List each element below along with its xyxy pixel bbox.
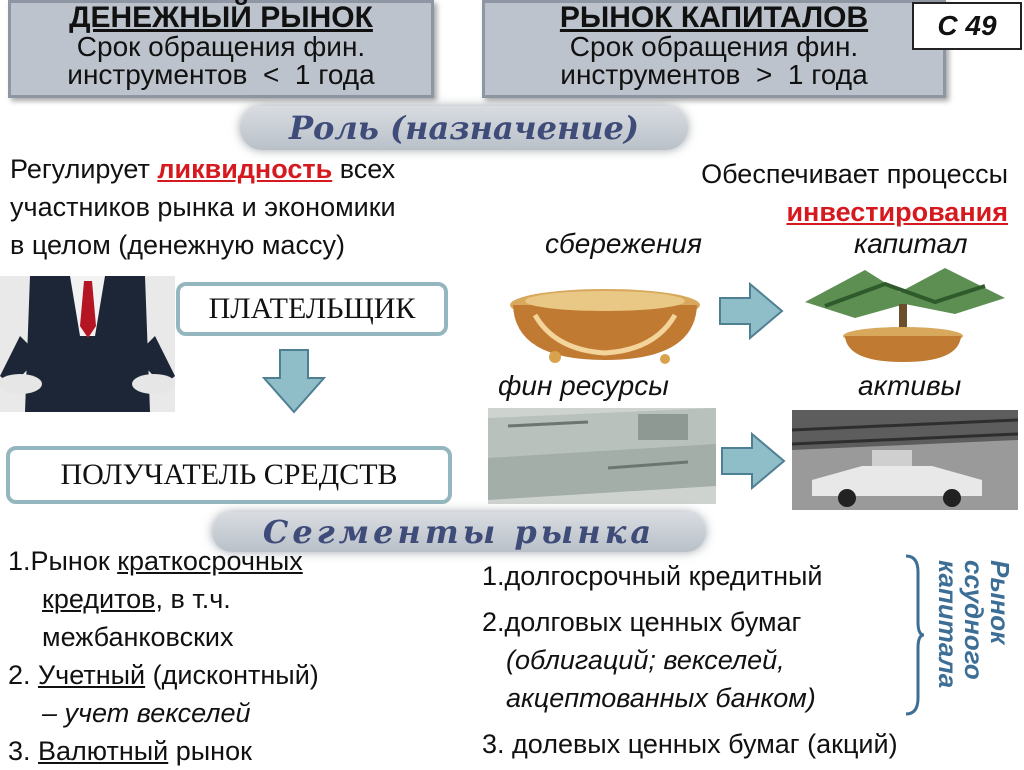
money-tree-image [805,268,1005,362]
role-heading: Роль (назначение) [240,106,688,150]
left-role-part1: Регулирует [10,154,158,184]
loan-capital-market-label: Рынок ссудного капитала [926,560,1022,720]
assets-label: активы [858,370,962,401]
money-market-line2: инструментов < 1 года [67,59,375,90]
left-item3-num: 3. [8,736,39,766]
right-list-item1: 1.долгосрочный кредитный [482,561,823,591]
right-list-item2-sub2: акцептованных банком) [506,683,816,713]
left-item1-line2-rest: в т.ч. [163,584,231,614]
left-role-line2: участников рынка и экономики [10,192,396,222]
liquidity-highlight: ликвидность [157,154,333,184]
receiver-box: ПОЛУЧАТЕЛЬ СРЕДСТВ [6,446,452,504]
right-role-line1: Обеспечивает процессы [701,159,1008,189]
vertical-label-line1: Рынок [985,560,1015,645]
left-item1-underlined: краткосрочных [117,546,303,576]
left-item2-num: 2. [8,660,39,690]
right-list-item2: 2.долговых ценных бумаг [482,607,802,637]
investment-highlight: инвестирования [786,197,1008,227]
curly-brace-icon [905,554,925,716]
left-role-part2: всех [332,154,396,184]
money-market-header: ДЕНЕЖНЫЙ РЫНОК Срок обращения фин. инстр… [8,0,434,98]
coin-pot-image [510,289,700,364]
left-item1-num: 1.Рынок [8,546,118,576]
left-item3-rest: рынок [168,736,252,766]
page-badge: С 49 [912,2,1022,50]
car-factory-image [792,410,1018,510]
empty-pockets-man-image [0,276,175,412]
right-list-item2-sub1: (облигаций; векселей, [506,645,785,675]
right-role-text: Обеспечивает процессы инвестирования [600,155,1008,231]
left-role-text: Регулирует ликвидность всех участников р… [10,150,510,264]
left-item2-sub: – учет векселей [42,698,251,728]
left-role-line3: в целом (денежную массу) [10,230,345,260]
left-segment-list: 1.Рынок краткосрочных кредитов, в т.ч. м… [8,542,478,770]
left-item2-rest: (дисконтный) [145,660,319,690]
arrow-right-icon [721,432,786,490]
arrow-right-icon [719,282,784,340]
money-market-title: ДЕНЕЖНЫЙ РЫНОК [69,1,373,34]
left-item1-line3: межбанковских [42,622,234,652]
savings-label: сбережения [545,228,702,259]
arrow-down-icon [262,349,326,414]
right-list-item3: 3. долевых ценных бумаг (акций) [482,729,898,759]
capital-label: капитал [854,228,968,259]
banknotes-image [488,408,716,504]
vertical-label-line3: капитала [933,560,963,689]
money-market-line1: Срок обращения фин. [76,31,366,62]
payer-box: ПЛАТЕЛЬЩИК [176,282,448,336]
capital-market-line1: Срок обращения фин. [569,31,859,62]
left-item1-line2-underlined: кредитов, [42,584,164,614]
segments-heading: Сегменты рынка [212,512,706,552]
fin-resources-label: фин ресурсы [498,370,669,401]
capital-market-header: РЫНОК КАПИТАЛОВ Срок обращения фин. инст… [482,0,946,98]
vertical-label-line2: ссудного [959,560,989,680]
capital-market-line2: инструментов > 1 года [560,59,868,90]
capital-market-title: РЫНОК КАПИТАЛОВ [559,1,869,34]
left-item3-underlined: Валютный [38,736,169,766]
left-item2-underlined: Учетный [38,660,146,690]
